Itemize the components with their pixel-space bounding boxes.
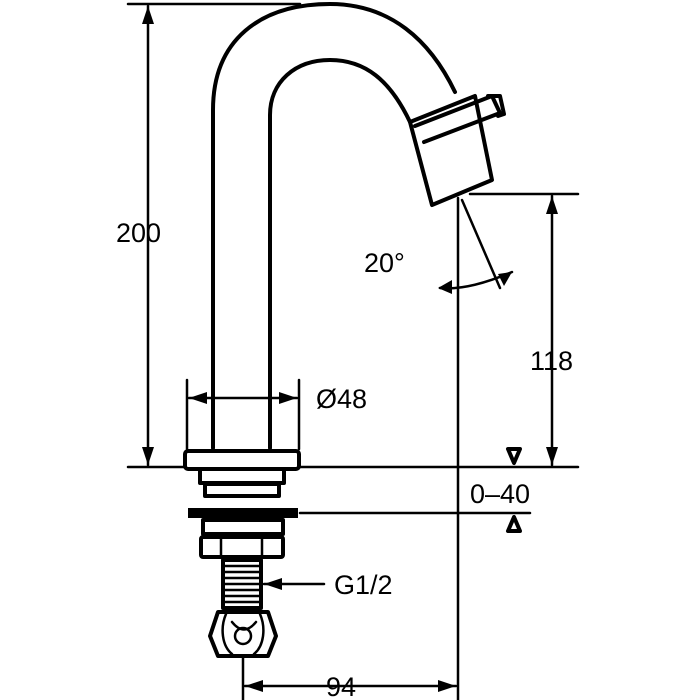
dimension-mount-range: 0–40 [298,447,532,533]
reach-label: 94 [326,672,356,700]
diameter-label: Ø48 [316,384,367,414]
outlet-height-label: 118 [530,346,573,376]
mount-range-label: 0–40 [470,479,530,509]
spout-head [408,94,506,207]
dimension-diameter: Ø48 [185,378,367,451]
connector-nut [208,610,278,658]
dimension-angle: 20° [364,196,514,700]
thread-label: G1/2 [334,570,393,600]
dimension-reach: 94 [241,656,458,700]
height-label: 200 [116,218,161,248]
dimension-thread: G1/2 [262,570,393,600]
dimension-outlet-height: 118 [298,192,580,469]
dimension-total-height: 200 [116,2,302,469]
spout-outline [211,2,457,450]
threaded-shank [221,558,263,610]
angle-label: 20° [364,248,405,278]
base-assembly [183,449,301,559]
